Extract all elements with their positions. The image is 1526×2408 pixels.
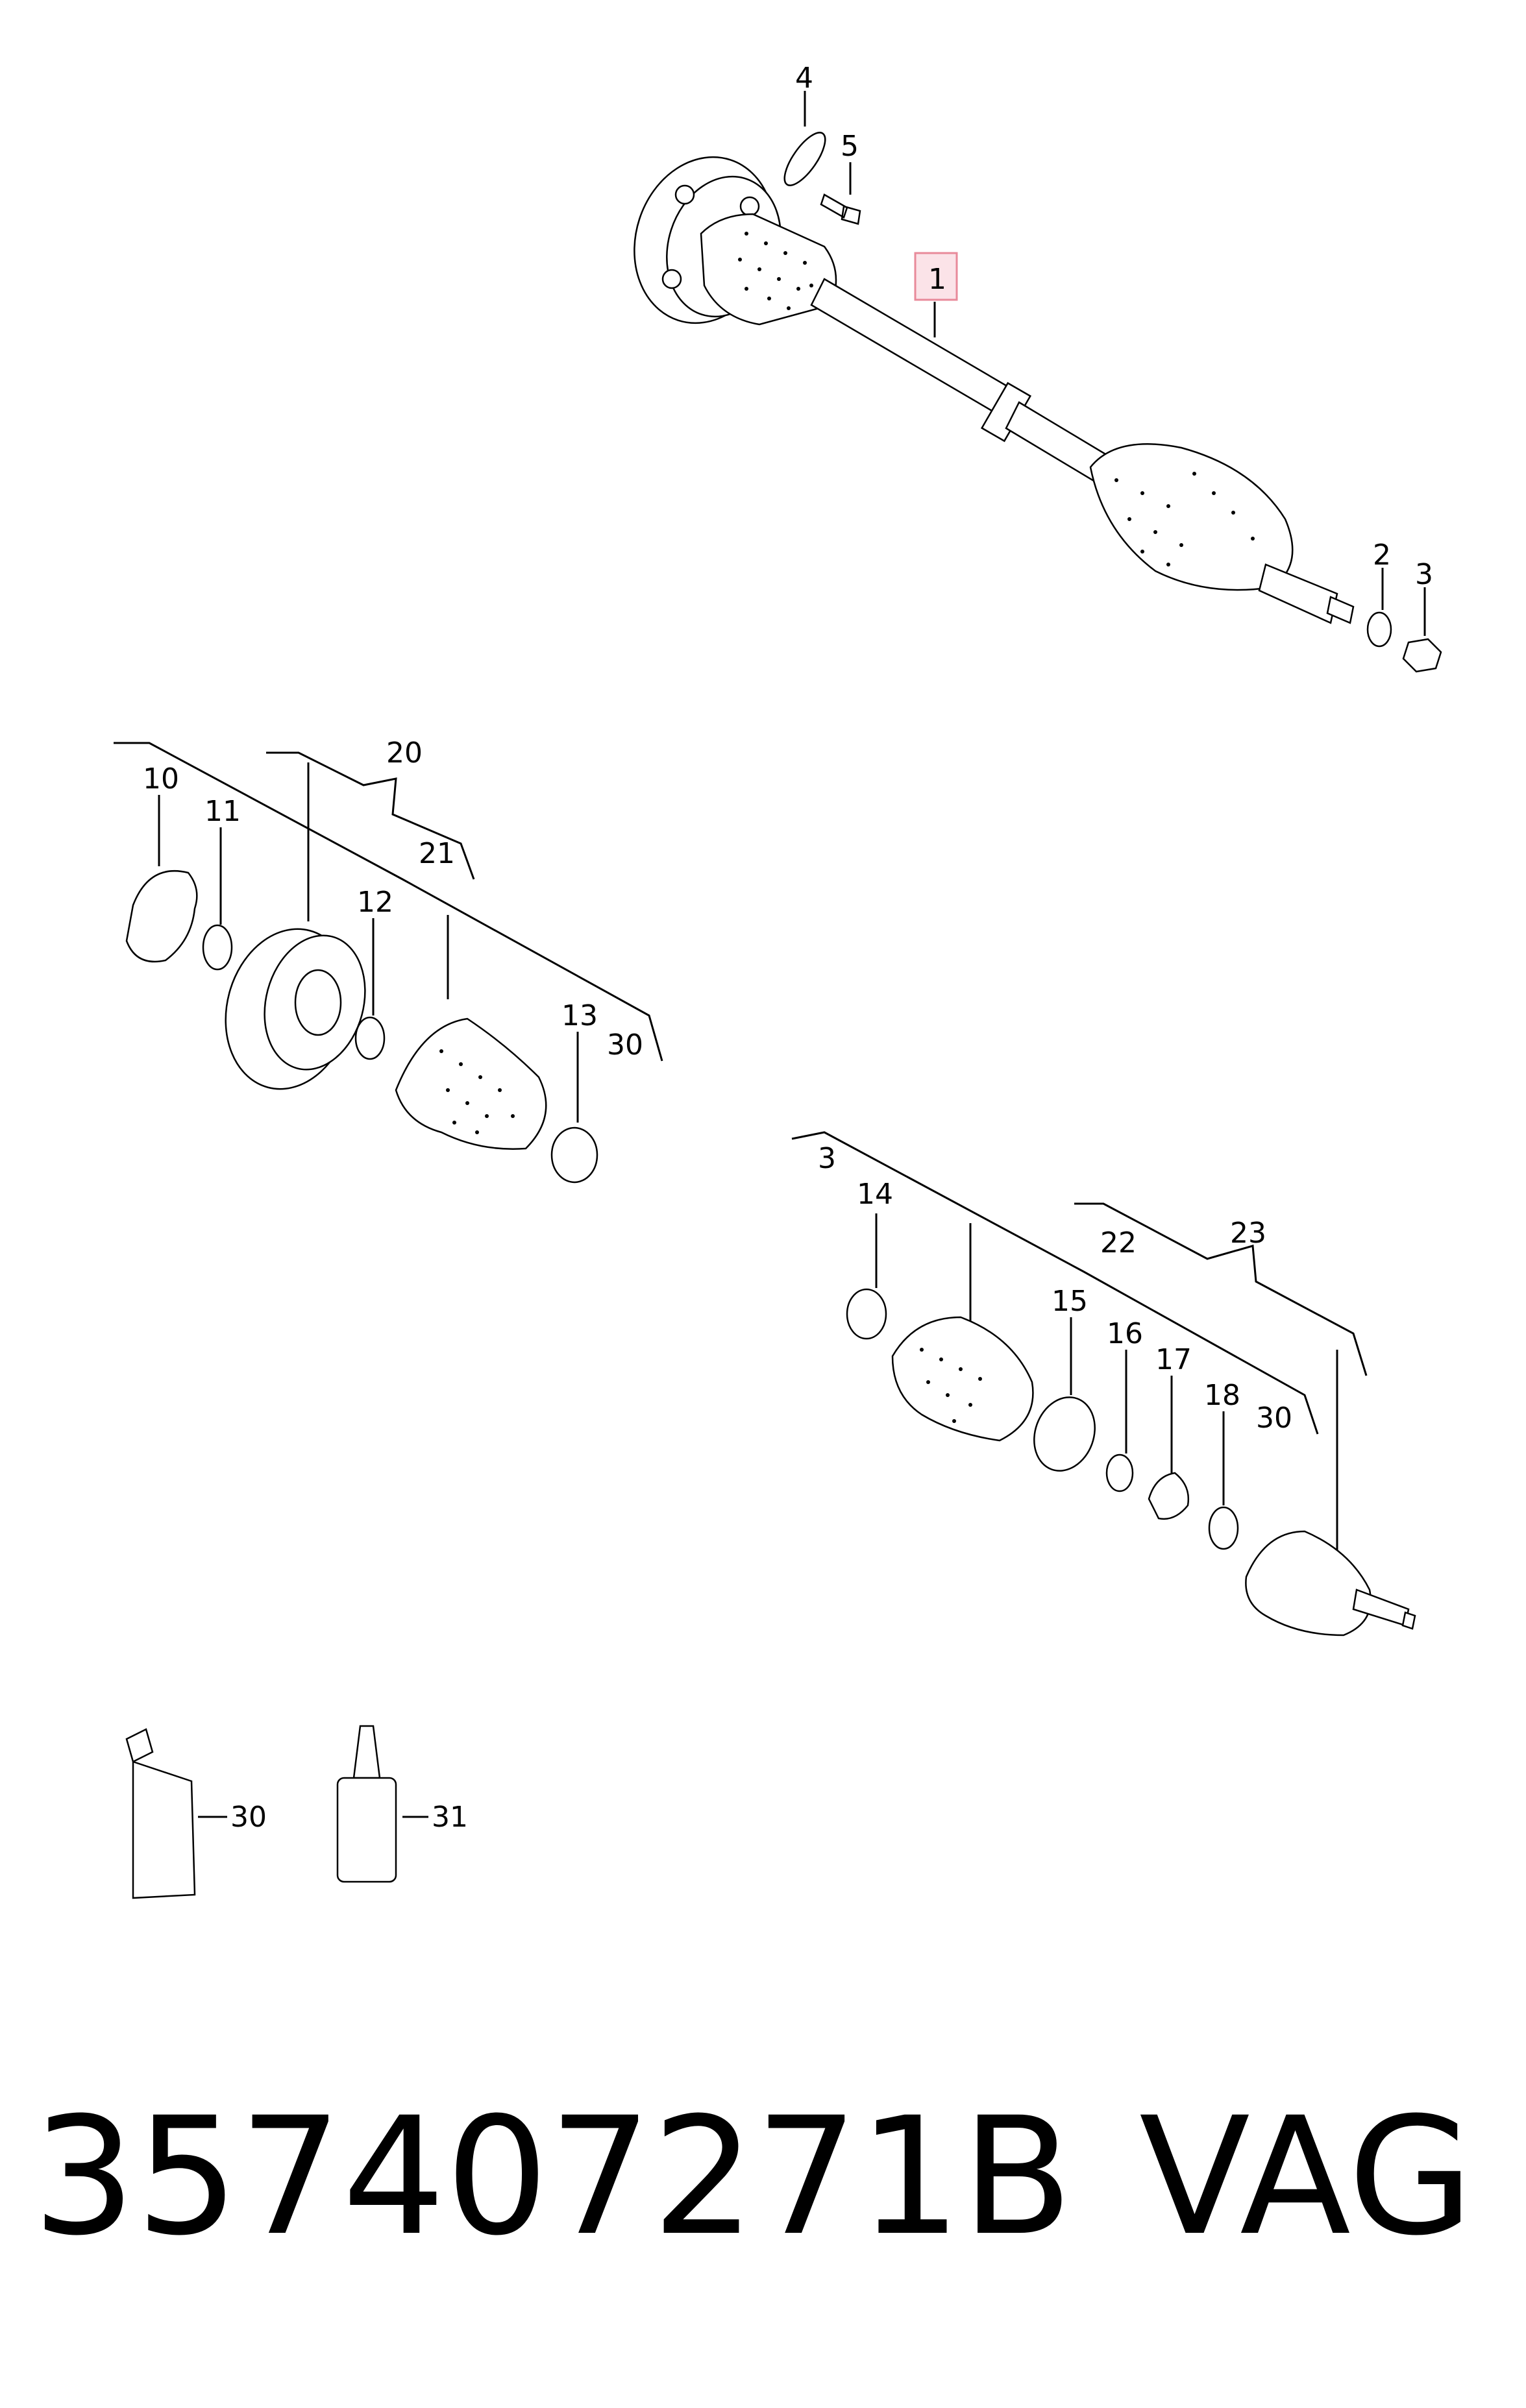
- callout-3-mid: 3: [818, 1142, 836, 1175]
- callout-17: 17: [1155, 1343, 1192, 1376]
- washer-part: [1366, 611, 1392, 648]
- callout-20: 20: [386, 736, 423, 770]
- grease-tube-part: [125, 1728, 227, 1899]
- callout-5: 5: [841, 130, 859, 163]
- callout-31: 31: [432, 1801, 468, 1834]
- callout-18: 18: [1204, 1379, 1240, 1412]
- callout-30-right: 30: [1256, 1402, 1292, 1435]
- lock-plate-part: [783, 132, 826, 186]
- callout-2: 2: [1373, 539, 1391, 572]
- part-number: 357407271B: [32, 2082, 1074, 2271]
- callout-12: 12: [357, 886, 393, 919]
- callout-11: 11: [204, 795, 241, 828]
- brand: VAG: [1139, 2082, 1474, 2271]
- drive-shaft-assembly: [634, 156, 1355, 624]
- callout-14: 14: [857, 1178, 893, 1211]
- callout-10: 10: [143, 762, 179, 796]
- callout-4: 4: [795, 62, 813, 95]
- callout-23: 23: [1230, 1217, 1266, 1250]
- callout-30-left: 30: [607, 1028, 643, 1062]
- highlight-box: [914, 252, 958, 301]
- callout-30-bottom: 30: [230, 1801, 267, 1834]
- caption: 357407271B VAG: [32, 2070, 1494, 2284]
- callout-15: 15: [1052, 1285, 1088, 1318]
- inner-joint-kit: [114, 742, 663, 1184]
- callout-22: 22: [1100, 1226, 1137, 1259]
- callout-3-top: 3: [1415, 558, 1433, 591]
- callout-1: 1: [928, 263, 946, 296]
- sealant-bottle-part: [336, 1725, 428, 1883]
- bolt-part: [820, 193, 861, 225]
- callout-21: 21: [419, 837, 455, 870]
- leader-lines-top: [804, 91, 1426, 636]
- outer-joint-kit: [791, 1131, 1416, 1636]
- nut-part: [1402, 638, 1442, 673]
- callout-16: 16: [1107, 1317, 1143, 1350]
- callout-13: 13: [561, 999, 598, 1032]
